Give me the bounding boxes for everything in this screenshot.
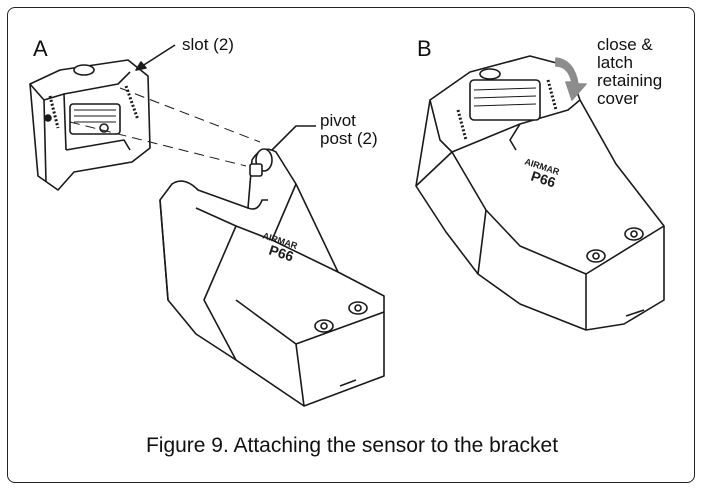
sensor-a	[159, 148, 385, 407]
alignment-lines	[69, 87, 261, 167]
panel-label-a: A	[33, 36, 48, 61]
sensor-model-a: P66	[267, 242, 296, 265]
sensor-model-b: P66	[529, 168, 558, 191]
rotate-arrow-icon	[555, 57, 587, 101]
callout-slot: slot (2)	[182, 35, 234, 54]
pivot-leader-line	[271, 125, 316, 151]
callout-pivot-post: pivot post (2)	[320, 111, 378, 148]
callout-close-latch: close & latch retaining cover	[597, 35, 663, 108]
panel-label-b: B	[417, 36, 432, 61]
figure-caption: Figure 9. Attaching the sensor to the br…	[145, 434, 559, 457]
bracket-slot-icon	[44, 114, 52, 122]
sensor-assembled-b	[415, 55, 665, 331]
bracket-a	[29, 59, 151, 191]
